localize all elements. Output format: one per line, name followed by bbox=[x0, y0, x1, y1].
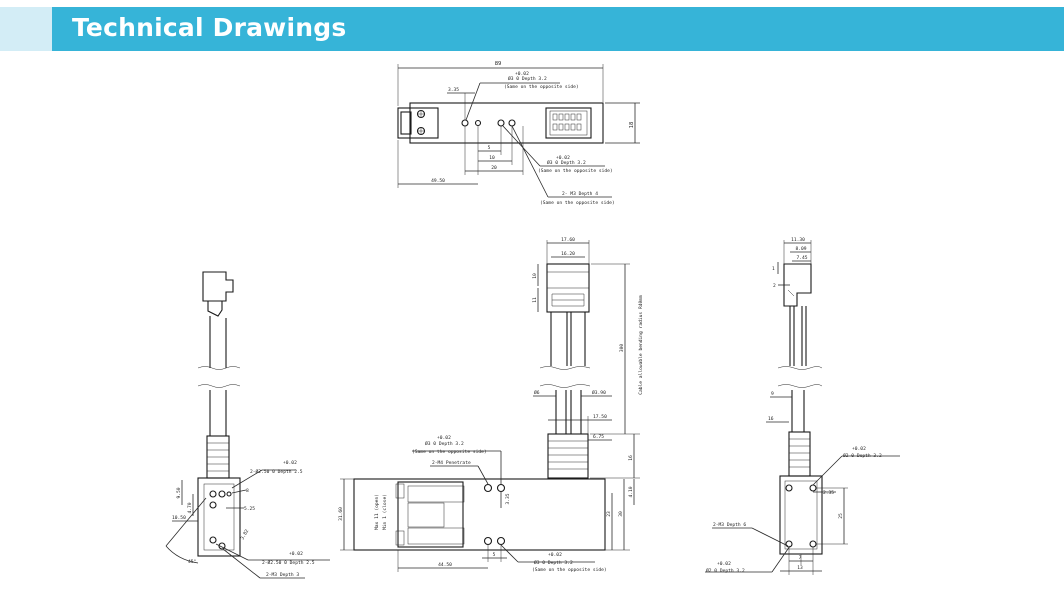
dim-7: 7 bbox=[799, 555, 802, 561]
min-close: Min 1 (close) bbox=[382, 494, 388, 530]
note-bottom: (Same on the opposite side) bbox=[532, 567, 607, 573]
dim-18: 18 bbox=[629, 122, 635, 129]
dim-7-45: 7.45 bbox=[796, 255, 807, 261]
dim-10: 10 bbox=[489, 155, 495, 161]
tol-top: +0.02 bbox=[283, 460, 297, 466]
dim-1: 1 bbox=[772, 266, 775, 272]
dim-6-75: 6.75 bbox=[593, 434, 604, 440]
tol-bottom: +0.02 bbox=[548, 552, 562, 558]
dim-9-50: 9.50 bbox=[176, 487, 182, 498]
m4-penetrate: 2-M4 Penetrate bbox=[432, 460, 471, 466]
top-view-body bbox=[409, 102, 604, 144]
dim-16: 16 bbox=[628, 455, 634, 461]
m3-depth: 2-M3 Depth 6 bbox=[713, 522, 746, 528]
dim-10: 10 bbox=[532, 273, 538, 279]
dim-5: 5 bbox=[488, 145, 491, 151]
dim-30: 30 bbox=[618, 511, 624, 517]
dim-23: 23 bbox=[606, 511, 612, 517]
dim-89: 89 bbox=[495, 61, 502, 67]
dim-3-35: 3.35 bbox=[448, 87, 459, 93]
dim-5: 5 bbox=[493, 552, 496, 558]
note-top: (Same on the opposite side) bbox=[504, 84, 579, 90]
section-header: Technical Drawings bbox=[0, 7, 1064, 51]
dim-4-10: 4.10 bbox=[628, 486, 634, 497]
dim-17-60: 17.60 bbox=[561, 237, 575, 243]
hole-top: 2-Ø2.50 0 Depth 2.5 bbox=[250, 468, 303, 475]
note-m3: (Same on the opposite side) bbox=[540, 200, 615, 206]
hole-top: Ø2 0 Depth 3.2 bbox=[843, 452, 882, 459]
dia-6: Ø6 bbox=[534, 389, 540, 396]
note-top: (Same on the opposite side) bbox=[412, 449, 487, 455]
left-view: 9.50 4.70 10.50 +0.02 2-Ø2.50 0 Depth 2.… bbox=[165, 271, 330, 579]
dim-8: 8 bbox=[246, 488, 249, 494]
tol-top: +0.02 bbox=[852, 446, 866, 452]
dim-16-20: 16.20 bbox=[561, 251, 575, 257]
right-view: 11.30 8.09 7.45 1 2 9 16 +0.02 Ø2 0 Dept… bbox=[705, 237, 900, 575]
tol-bottom: +0.02 bbox=[556, 155, 570, 161]
m3-depth: 2- M3 Depth 4 bbox=[562, 191, 598, 197]
top-view: 89 18 3.35 +0.02 Ø3 0 Depth 3.2 (Same on… bbox=[397, 61, 640, 206]
dim-31-60: 31.60 bbox=[338, 507, 344, 521]
tol-bottom: +0.02 bbox=[289, 551, 303, 557]
dim-49-50: 49.50 bbox=[431, 178, 445, 184]
center-view: 17.60 16.20 10 11 300 Cable allowable be… bbox=[338, 237, 644, 573]
dim-25: 25 bbox=[838, 513, 844, 519]
dim-20: 20 bbox=[491, 165, 497, 171]
dim-3-82: 3.82 bbox=[240, 528, 251, 541]
tol-top: +0.02 bbox=[515, 71, 529, 77]
dim-2: 2 bbox=[773, 283, 776, 289]
dim-3-35: 3.35 bbox=[505, 493, 511, 504]
dim-11: 11 bbox=[532, 297, 538, 303]
cable-bending-note: Cable allowable bending radius R40mm bbox=[638, 295, 644, 395]
dim-5-25: 5.25 bbox=[244, 506, 255, 512]
cable-length: 300 bbox=[619, 344, 625, 353]
dim-13: 13 bbox=[797, 565, 803, 571]
dim-9: 9 bbox=[771, 391, 774, 397]
dim-10-50: 10.50 bbox=[172, 515, 186, 521]
header-accent-tab bbox=[0, 7, 52, 51]
hole-bottom: Ø3 0 Depth 3.2 bbox=[534, 559, 573, 566]
dim-11-30: 11.30 bbox=[791, 237, 805, 243]
dim-16: 16 bbox=[768, 416, 774, 422]
note-bottom: (Same on the opposite side) bbox=[538, 168, 613, 174]
dim-8-09: 8.09 bbox=[795, 246, 806, 252]
hole-top: Ø3 0 Depth 3.2 bbox=[508, 75, 547, 82]
dim-17-50: 17.50 bbox=[593, 414, 607, 420]
max-open: Max 11 (open) bbox=[374, 494, 380, 530]
page-title: Technical Drawings bbox=[72, 13, 347, 42]
hole-bottom: Ø2 0 Depth 3.2 bbox=[706, 567, 745, 574]
tol-top: +0.02 bbox=[437, 435, 451, 441]
hole-bottom: 2-Ø2.50 0 Depth 2.5 bbox=[262, 559, 315, 566]
technical-drawing: 89 18 3.35 +0.02 Ø3 0 Depth 3.2 (Same on… bbox=[165, 61, 900, 579]
hole-bottom: Ø3 0 Depth 3.2 bbox=[547, 159, 586, 166]
m3-depth: 2-M3 Depth 3 bbox=[266, 572, 299, 578]
dia-3-90: Ø3.90 bbox=[592, 389, 606, 396]
dim-44-50: 44.50 bbox=[438, 562, 452, 568]
hole-top: Ø3 0 Depth 3.2 bbox=[425, 440, 464, 447]
dim-2-35: 2.35 bbox=[823, 490, 834, 496]
angle-45: 45° bbox=[188, 559, 197, 565]
tol-bottom: +0.02 bbox=[717, 561, 731, 567]
dim-4-70: 4.70 bbox=[187, 502, 193, 513]
